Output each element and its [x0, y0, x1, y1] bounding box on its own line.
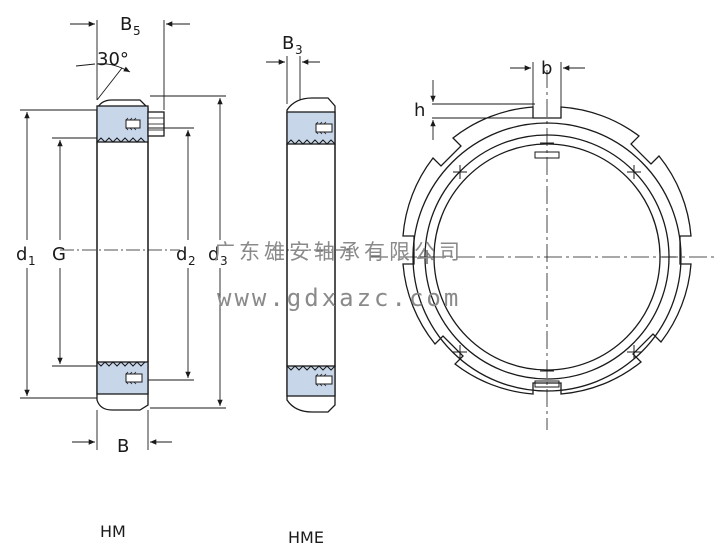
hme-section-view — [270, 97, 350, 413]
caption-hme: HME — [288, 528, 324, 547]
hm-dimensions — [20, 20, 226, 450]
label-g: G — [52, 244, 66, 265]
label-b5-subscript: 5 — [133, 24, 141, 38]
front-view-dimensions — [430, 62, 585, 140]
hm-section-view — [60, 67, 180, 411]
label-d1-subscript: 1 — [28, 254, 36, 268]
label-B: B — [117, 436, 129, 457]
watermark-url: www.gdxazc.com — [217, 284, 461, 312]
label-b5: B — [120, 14, 132, 35]
label-angle-30: 30° — [97, 49, 129, 70]
label-d3: d — [208, 244, 219, 265]
caption-hm: HM — [100, 522, 126, 541]
label-b3-subscript: 3 — [295, 43, 303, 57]
hme-dimensions — [266, 56, 320, 104]
watermark-company: 广东雄安轴承有限公司 — [214, 240, 464, 264]
label-d1: d — [16, 244, 27, 265]
label-d3-subscript: 3 — [220, 254, 228, 268]
label-d2-subscript: 2 — [188, 254, 196, 268]
label-d2: d — [176, 244, 187, 265]
label-b: b — [541, 58, 552, 79]
label-h: h — [414, 100, 425, 121]
front-view — [370, 70, 716, 430]
label-b3: B — [282, 33, 294, 54]
